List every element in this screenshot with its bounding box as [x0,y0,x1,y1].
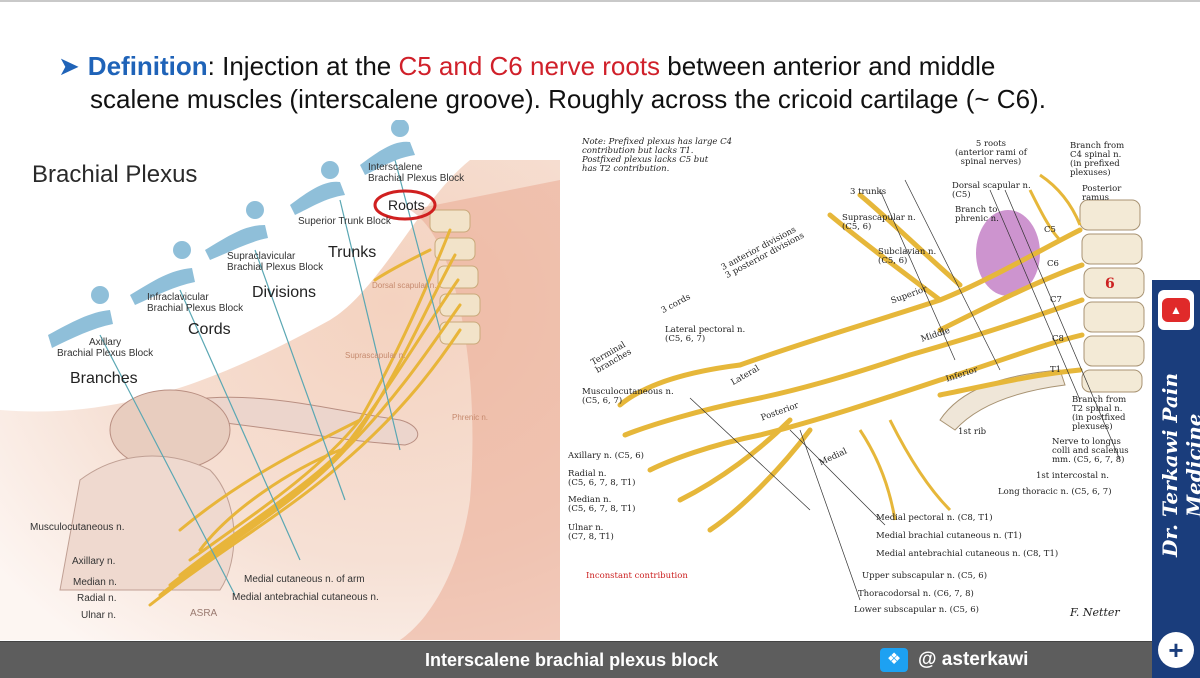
label-upper-subscapular: Upper subscapular n. (C5, 6) [862,571,988,581]
sidebar-vertical-text: Dr. Terkawi Pain Medicine [1158,373,1200,558]
root-c7: C7 [1050,295,1062,305]
level-label-cords: Cords [188,321,231,338]
label-medial-brachial: Medial brachial cutaneous n. (T1) [876,531,1022,541]
plus-icon[interactable]: + [1158,632,1194,668]
label-musculocutaneous-n: Musculocutaneous n. (C5, 6, 7) [582,387,674,406]
label-posterior-ramus: Posterior ramus [1082,184,1122,203]
label-medial-pectoral: Medial pectoral n. (C8, T1) [876,513,993,523]
nerve-label-radial: Radial n. [77,593,117,604]
label-suprascapular-n: Suprascapular n. (C5, 6) [842,213,916,232]
nerve-label-axillary: Axillary n. [72,556,116,567]
level-label-divisions: Divisions [252,284,317,301]
label-nerve-longus: Nerve to longus colli and scalenus mm. (… [1052,437,1129,465]
footer-caption: Interscalene brachial plexus block [425,650,719,670]
label-radial-n: Radial n. (C5, 6, 7, 8, T1) [568,469,636,488]
header-3-trunks: 3 trunks [850,187,887,197]
credit-asra: ASRA [190,608,218,619]
definition-highlight: C5 and C6 nerve roots [398,51,661,81]
block-label-superior-trunk: Superior Trunk Block [298,216,391,227]
label-branch-c4: Branch from C4 spinal n. (in prefixed pl… [1070,141,1125,178]
netter-plexus-diagram: Note: Prefixed plexus has large C4 contr… [560,130,1155,640]
header-5-roots: 5 roots (anterior rami of spinal nerves) [955,139,1027,167]
label-dorsal-scapular: Dorsal scapular n. (C5) [952,181,1031,200]
block-label-axillary: Axillary Brachial Plexus Block [57,337,154,359]
bullet-arrow-icon: ➤ [58,51,80,81]
top-divider [0,0,1200,2]
sidebar-banner: ▲ Dr. Terkawi Pain Medicine + [1152,280,1200,678]
footer-bar: Interscalene brachial plexus block ❖ @ a… [0,641,1152,678]
youtube-icon[interactable]: ▲ [1158,290,1194,330]
label-long-thoracic: Long thoracic n. (C5, 6, 7) [998,487,1112,497]
vertebra-mark: 6 [1105,276,1115,292]
level-label-trunks: Trunks [328,244,377,261]
definition-text-b: between anterior and middle [660,51,996,81]
definition-text-a: : Injection at the [207,51,399,81]
definition-text: ➤Definition: Injection at the C5 and C6 … [58,50,1148,116]
nerve-label-musculocutaneous: Musculocutaneous n. [30,522,125,533]
label-branch-phrenic: Branch to phrenic n. [955,205,999,224]
nerve-label-ulnar: Ulnar n. [81,610,117,621]
brachial-plexus-illustration: Brachial Plexus Interscalene Brachial Pl… [0,120,560,640]
definition-term: Definition [87,51,208,81]
label-branch-t2: Branch from T2 spinal n. (in postfixed p… [1072,395,1127,432]
root-c8: C8 [1052,334,1064,344]
twitter-icon[interactable]: ❖ [880,648,908,672]
label-medial-cutaneous-arm: Medial cutaneous n. of arm [244,574,365,585]
label-median-n: Median n. (C5, 6, 7, 8, T1) [568,495,636,514]
label-first-intercostal: 1st intercostal n. [1036,471,1109,481]
label-medial-antebrachial: Medial antebrachial cutaneous n. [232,592,379,603]
block-label-infraclavicular: Infraclavicular Brachial Plexus Block [147,292,244,314]
diagram-graphic [617,173,1145,601]
label-thoracodorsal: Thoracodorsal n. (C6, 7, 8) [858,589,974,599]
netter-signature: F. Netter [1070,606,1120,619]
illustration-graphic [0,120,560,640]
nerve-label-median: Median n. [73,577,117,588]
label-first-rib: 1st rib [958,427,987,437]
root-c5: C5 [1044,225,1056,235]
twitter-handle[interactable]: @ asterkawi [918,649,1029,670]
root-t1: T1 [1050,365,1062,375]
note-prefixed: Note: Prefixed plexus has large C4 contr… [582,137,733,174]
label-ulnar-n: Ulnar n. (C7, 8, T1) [568,523,614,542]
level-label-roots: Roots [388,197,425,213]
block-label-supraclavicular: Supraclavicular Brachial Plexus Block [227,251,324,273]
brachial-plexus-title: Brachial Plexus [32,161,198,188]
label-dorsal-scapular: Dorsal scapular n. [372,281,437,290]
label-axillary-n: Axillary n. (C5, 6) [568,451,644,461]
label-lateral-pectoral: Lateral pectoral n. (C5, 6, 7) [665,325,746,344]
level-label-branches: Branches [70,370,138,387]
label-subclavian: Subclavian n. (C5, 6) [878,247,937,266]
definition-line2: scalene muscles (interscalene groove). R… [90,84,1046,114]
label-lower-subscapular: Lower subscapular n. (C5, 6) [854,605,980,615]
label-suprascapular: Suprascapular n. [345,351,406,360]
label-inconstant: Inconstant contribution [586,571,688,581]
label-medial-antebrachial: Medial antebrachial cutaneous n. (C8, T1… [876,549,1059,559]
block-label-interscalene: Interscalene Brachial Plexus Block [368,162,465,184]
root-c6: C6 [1047,259,1059,269]
label-phrenic: Phrenic n. [452,413,489,422]
